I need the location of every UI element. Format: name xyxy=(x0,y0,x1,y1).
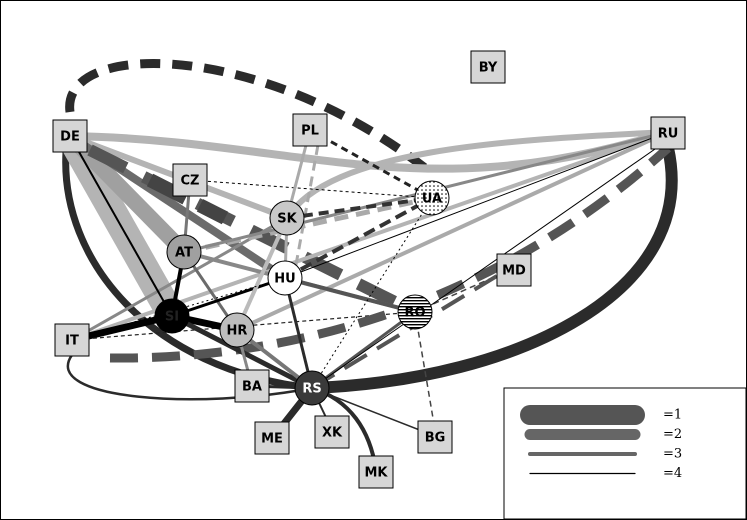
edge-hr-ru xyxy=(236,130,669,332)
node-ro: RO xyxy=(397,294,433,330)
edge-ro-md-dashed xyxy=(414,269,511,313)
node-label: SI xyxy=(165,310,179,325)
edge-de-ua-dashed xyxy=(65,59,428,172)
edge-rs-ru-thin xyxy=(311,139,669,389)
edge-it-ru-dashed xyxy=(109,144,672,363)
node-label: BA xyxy=(242,380,262,395)
node-ru: RU xyxy=(650,116,686,150)
node-label: MK xyxy=(364,466,388,481)
edge-hr-sk xyxy=(235,217,289,331)
node-cz: CZ xyxy=(172,163,208,197)
edge-de-hr-black xyxy=(69,135,173,317)
node-pl: PL xyxy=(292,113,328,147)
node-mk: MK xyxy=(358,455,394,489)
node-ba: BA xyxy=(234,369,270,403)
node-label: IT xyxy=(65,334,79,349)
node-hu: HU xyxy=(267,260,303,296)
node-by: BY xyxy=(470,50,506,84)
node-box xyxy=(470,50,506,84)
node-circle xyxy=(267,260,303,296)
node-label: DE xyxy=(60,130,80,145)
edge-sk-ru xyxy=(284,129,669,220)
node-label: HR xyxy=(227,324,248,339)
edge-de-ro-dashed xyxy=(87,144,418,318)
node-box xyxy=(172,163,208,197)
node-label: UA xyxy=(422,192,442,207)
node-si: SI xyxy=(154,298,190,334)
edge-hu-ru-thin xyxy=(284,131,669,279)
node-de: DE xyxy=(52,119,88,153)
node-label: RU xyxy=(658,127,679,142)
node-box xyxy=(417,420,453,454)
edge-cz-at-dashed xyxy=(146,173,229,225)
node-box xyxy=(358,455,394,489)
node-label: XK xyxy=(322,426,343,441)
edge-hu-rs xyxy=(283,277,314,389)
node-layer: DE PL BY RU CZ SK UA AT HU MD IT SI HR RO BA RS ME XK BG MK xyxy=(52,50,686,489)
node-rs: RS xyxy=(294,370,330,406)
node-circle xyxy=(397,294,433,330)
node-md: MD xyxy=(496,253,532,287)
legend-label-1: =1 xyxy=(663,408,682,423)
node-box xyxy=(314,415,350,449)
legend: =1 =2 =3 =4 xyxy=(503,387,747,520)
node-box xyxy=(496,253,532,287)
node-circle xyxy=(269,200,305,236)
edge-si-hu xyxy=(171,276,286,318)
node-label: HU xyxy=(274,272,295,287)
node-label: SK xyxy=(277,212,297,227)
node-label: BY xyxy=(479,61,498,76)
edge-hu-ua-dashed xyxy=(284,196,433,280)
node-at: AT xyxy=(166,234,202,270)
node-label: PL xyxy=(301,124,319,139)
edge-sk-ua-dashed xyxy=(286,196,433,220)
node-label: AT xyxy=(175,246,193,261)
node-circle xyxy=(154,298,190,334)
node-circle xyxy=(166,234,202,270)
node-xk: XK xyxy=(314,415,350,449)
legend-label-3: =3 xyxy=(663,447,682,462)
node-ua: UA xyxy=(414,180,450,216)
node-label: RS xyxy=(302,382,321,397)
node-box xyxy=(52,119,88,153)
node-box xyxy=(292,113,328,147)
legend-label-4: =4 xyxy=(663,466,682,481)
node-box xyxy=(650,116,686,150)
edge-at-ua-dashed xyxy=(183,195,433,255)
edge-cz-sk-dotted xyxy=(189,179,433,199)
node-circle xyxy=(414,180,450,216)
node-box xyxy=(254,421,290,455)
node-me: ME xyxy=(254,421,290,455)
node-circle xyxy=(219,312,255,348)
node-bg: BG xyxy=(417,420,453,454)
node-circle xyxy=(294,370,330,406)
node-it: IT xyxy=(54,323,90,357)
edge-pl-hu-dashed xyxy=(293,144,320,271)
node-label: ME xyxy=(261,432,283,447)
edge-ru-rs xyxy=(311,146,678,394)
node-label: RO xyxy=(404,306,425,321)
node-sk: SK xyxy=(269,200,305,236)
node-label: BG xyxy=(425,431,446,446)
edge-hu-ro xyxy=(284,276,416,314)
legend-label-2: =2 xyxy=(663,427,682,442)
node-label: MD xyxy=(502,264,526,279)
node-label: CZ xyxy=(181,174,200,189)
node-box xyxy=(54,323,90,357)
node-box xyxy=(234,369,270,403)
node-hr: HR xyxy=(219,312,255,348)
edge-it-ro-dashed xyxy=(71,311,416,341)
